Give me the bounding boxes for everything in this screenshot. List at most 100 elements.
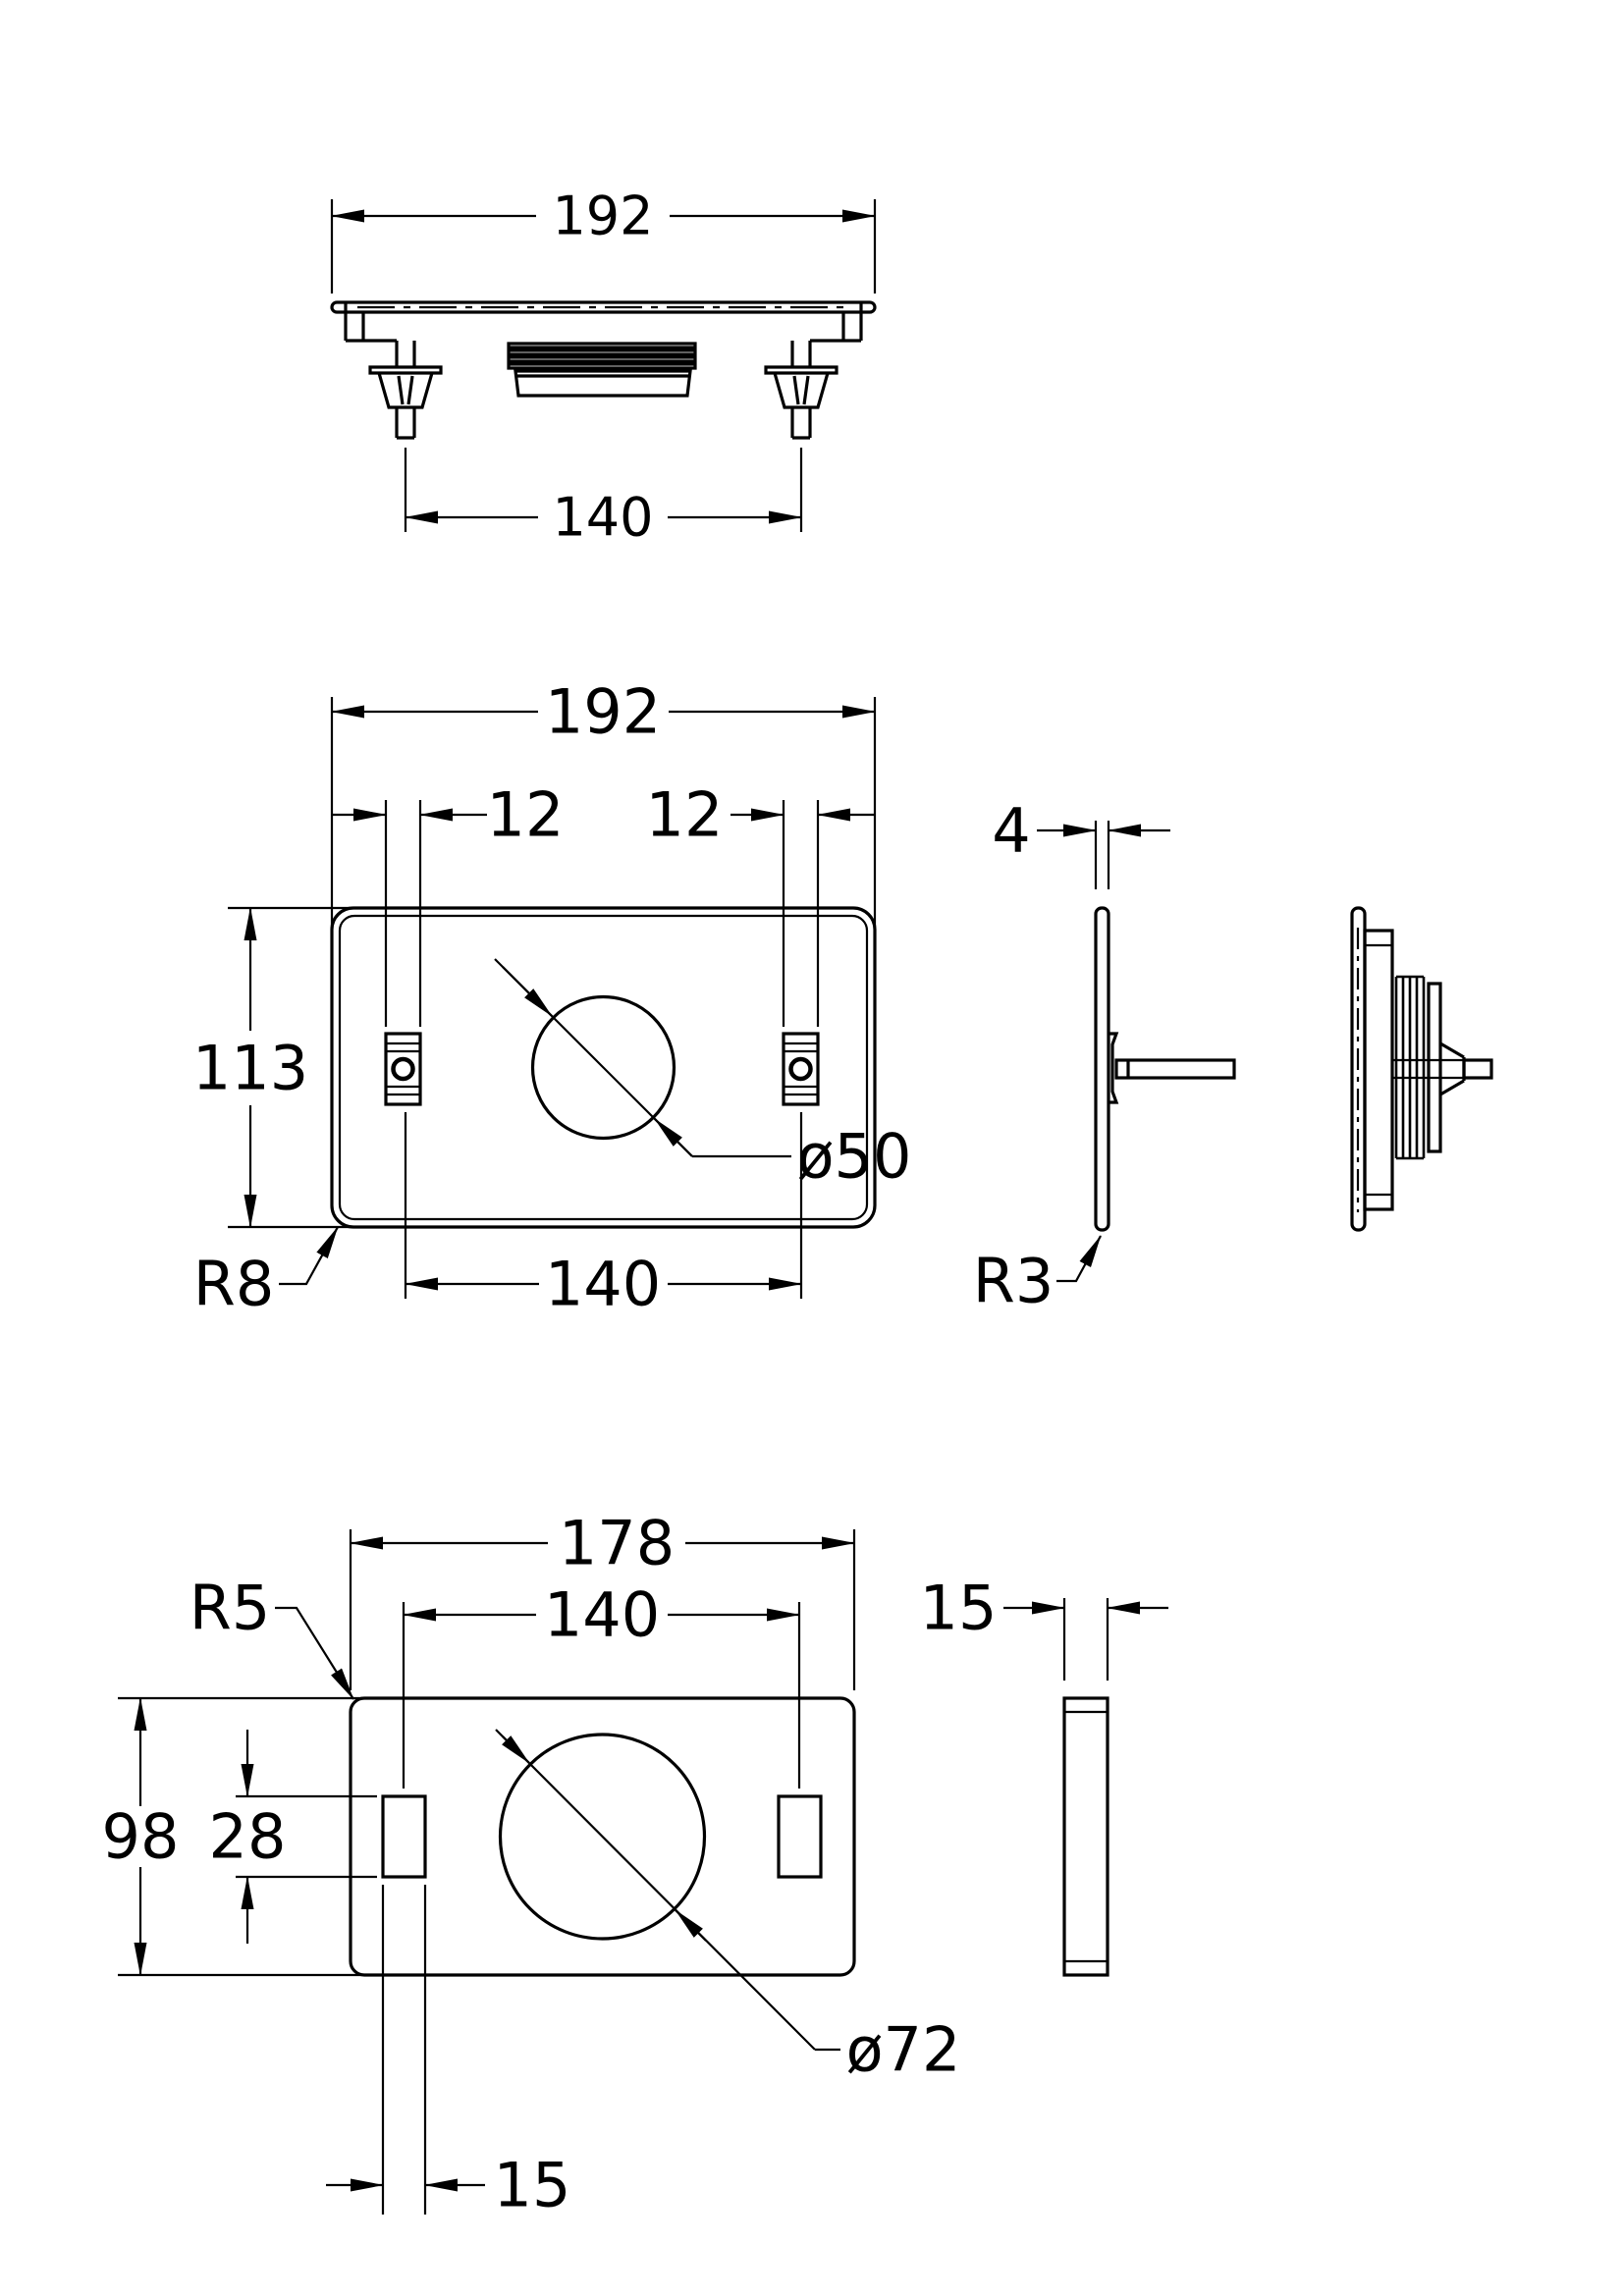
left-clip-ribs xyxy=(386,1041,420,1096)
left-snap-clip-profile xyxy=(368,341,443,440)
dim-hole-50-arrow-upper xyxy=(502,966,553,1017)
assembled-clip-pin-tip xyxy=(1462,1058,1493,1080)
r8-label: R8 xyxy=(193,1249,275,1320)
assembled-clip-wings xyxy=(1439,1041,1466,1096)
left-clip-front xyxy=(384,1032,422,1106)
gasket-center-hole-72 xyxy=(498,1733,707,1941)
dim-gasket-width-extension-lines xyxy=(349,1529,856,1690)
gasket-side-bands xyxy=(1064,1710,1108,1963)
dim-hole-50-label: ø50 xyxy=(797,1121,912,1193)
dim-hole-72-arrow-upper xyxy=(502,1735,530,1764)
dim-thickness-4: 4 xyxy=(992,795,1170,889)
dim-hole-50: ø50 xyxy=(494,958,912,1193)
dim-top-clip-spacing-label: 140 xyxy=(552,487,653,549)
label-corner-radius-r5: R5 xyxy=(189,1573,354,1700)
r8-leader xyxy=(279,1226,339,1286)
gasket-face xyxy=(349,1696,856,1977)
front-view: 192 12 12 113 xyxy=(192,676,912,1320)
right-clip-ribs xyxy=(784,1041,818,1096)
bottom-plate-view: 178 140 R5 98 xyxy=(102,1508,1168,2221)
dim-slot-height-label: 28 xyxy=(209,1801,287,1873)
right-clip-body xyxy=(782,1032,820,1106)
assembled-gasket-edge xyxy=(1363,929,1394,1211)
dim-thickness-4-extension-lines xyxy=(1094,821,1110,889)
dim-slot-width-label: 15 xyxy=(494,2150,571,2221)
r5-label: R5 xyxy=(189,1573,271,1644)
left-clip-hole xyxy=(391,1056,415,1082)
label-corner-radius-r8: R8 xyxy=(193,1226,339,1320)
cover-top-surface xyxy=(330,300,877,314)
left-clip-body xyxy=(384,1032,422,1106)
dim-front-clip-spacing-label: 140 xyxy=(545,1249,661,1320)
gasket-side-outline xyxy=(1062,1696,1109,1977)
right-snap-clip-profile xyxy=(764,341,839,440)
gasket-left-slot xyxy=(381,1794,427,1879)
dim-gasket-thickness-label: 15 xyxy=(920,1573,998,1644)
dim-clip-width-right: 12 xyxy=(646,779,875,1027)
right-clip-hole xyxy=(788,1056,813,1082)
dim-gasket-thickness-extension-lines xyxy=(1062,1598,1109,1681)
dim-front-clip-spacing: 140 xyxy=(404,1112,803,1320)
dim-front-clip-spacing-extension-lines xyxy=(404,1112,803,1299)
cover-end-caps xyxy=(344,302,863,312)
side-clip-bracket xyxy=(1109,1032,1119,1104)
dim-top-width: 192 xyxy=(330,186,877,294)
assembled-plug-outer-rib xyxy=(1427,982,1442,1153)
dim-hole-72-diameter-line xyxy=(495,1729,816,2051)
ribbed-plug-profile xyxy=(507,342,697,398)
dim-slot-height-extension-lines xyxy=(236,1794,377,1879)
dim-gasket-height-extension-lines xyxy=(118,1696,363,1977)
dim-front-width: 192 xyxy=(330,676,877,926)
right-clip-front xyxy=(782,1032,820,1106)
dim-clip-left-label: 12 xyxy=(487,779,565,851)
label-tip-radius-r3: R3 xyxy=(973,1235,1102,1317)
dim-clip-left-extension-lines xyxy=(384,800,422,1027)
gasket-side-view xyxy=(1062,1696,1109,1977)
dim-top-clip-spacing: 140 xyxy=(404,448,803,549)
top-profile-view: 192 140 xyxy=(330,186,877,549)
dim-hole-72: ø72 xyxy=(495,1729,961,2086)
assembled-gasket-bands xyxy=(1365,943,1392,1197)
cover-inner-edge xyxy=(338,914,869,1221)
dim-thickness-4-label: 4 xyxy=(992,795,1030,867)
dim-gasket-height: 98 xyxy=(102,1696,363,1977)
dim-hole-72-arrow-lower xyxy=(675,1909,707,1942)
dim-gasket-width-label: 178 xyxy=(559,1508,675,1579)
dim-gasket-thickness: 15 xyxy=(920,1573,1168,1681)
dim-gasket-width: 178 xyxy=(349,1508,856,1690)
dim-front-width-label: 192 xyxy=(545,676,661,748)
side-view: 4 R3 xyxy=(973,795,1236,1317)
dim-front-height-label: 113 xyxy=(192,1033,308,1104)
r3-leader xyxy=(1056,1235,1102,1283)
assembled-side-view xyxy=(1350,906,1493,1232)
dim-hole-72-label: ø72 xyxy=(846,2014,961,2086)
dim-gasket-spacing-extension-lines xyxy=(402,1602,801,1789)
center-hole-50 xyxy=(530,994,676,1141)
side-clip-pin xyxy=(1114,1058,1236,1080)
r3-label: R3 xyxy=(973,1246,1055,1317)
dim-front-height: 113 xyxy=(192,906,352,1229)
gasket-right-slot xyxy=(777,1794,823,1879)
cover-front-face xyxy=(330,906,877,1229)
dim-clip-right-extension-lines xyxy=(782,800,820,1027)
dim-front-width-extension-lines xyxy=(330,697,877,926)
dim-gasket-height-label: 98 xyxy=(102,1801,180,1873)
dim-hole-50-arrow-lower xyxy=(654,1118,693,1157)
dim-slot-width: 15 xyxy=(326,1885,570,2221)
dim-gasket-spacing-label: 140 xyxy=(544,1579,660,1651)
assembled-plug-ribs xyxy=(1394,975,1426,1160)
cover-outline xyxy=(330,906,877,1229)
r5-leader xyxy=(275,1606,354,1700)
drawing-root: 192 140 xyxy=(102,186,1493,2221)
side-plate-profile xyxy=(1094,906,1110,1232)
cover-edge-walls xyxy=(344,312,863,343)
dim-slot-width-extension-lines xyxy=(381,1885,427,2215)
dim-clip-right-label: 12 xyxy=(646,779,724,851)
dim-top-width-label: 192 xyxy=(552,186,653,247)
dim-clip-width-left: 12 xyxy=(332,779,565,1027)
assembled-clip-pin-hidden xyxy=(1392,1058,1464,1080)
cover-profile xyxy=(330,300,877,440)
gasket-outline xyxy=(349,1696,856,1977)
